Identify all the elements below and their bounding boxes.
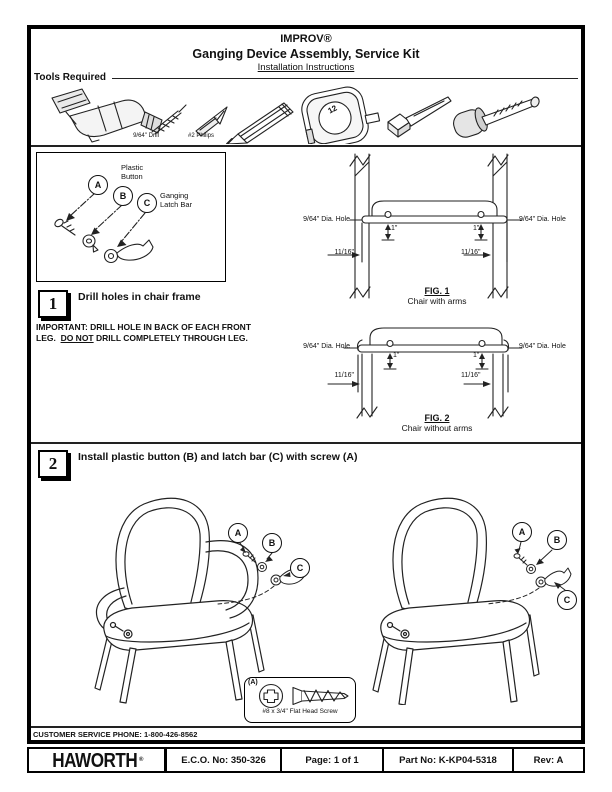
tape-measure-icon: [301, 86, 381, 144]
customer-service-phone: CUSTOMER SERVICE PHONE: 1-800-426-8562: [33, 730, 198, 739]
mallet-icon: [453, 96, 540, 138]
drill-bit-label: 9/64" Drill: [133, 133, 159, 139]
brand-title: IMPROV®: [280, 33, 332, 45]
ganging-latch-bar-label: Ganging Latch Bar: [160, 191, 193, 209]
parts-box: [36, 152, 226, 282]
haworth-logo: HAWORTH ®: [29, 748, 167, 771]
page-number: Page: 1 of 1: [282, 749, 384, 771]
tools-required-label: Tools Required: [34, 72, 107, 83]
parts-callout-a: A: [88, 175, 108, 195]
leader-lines: [69, 192, 146, 243]
fig1-hole-label-right: 9/64" Dia. Hole: [519, 216, 566, 223]
fig2-hole-label-left: 9/64" Dia. Hole: [303, 343, 350, 350]
step2-title: Install plastic button (B) and latch bar…: [78, 451, 358, 463]
philips-bit-label: #2 Philips: [187, 133, 214, 139]
title-block: HAWORTH ® E.C.O. No: 350-326 Page: 1 of …: [27, 747, 585, 773]
fig1-name: FIG. 1: [424, 286, 450, 296]
section-divider-top: [31, 145, 581, 147]
screw-detail-drawing: [258, 683, 349, 709]
fig1-drawing: [327, 153, 523, 299]
step1-important-note: IMPORTANT: DRILL HOLE IN BACK OF EACH FR…: [36, 322, 252, 343]
philips-bit-icon: [195, 106, 228, 137]
drill-bit-icon: [151, 104, 187, 135]
part-number: Part No: K-KP04-5318: [384, 749, 514, 771]
parts-callout-c: C: [137, 193, 157, 213]
fig2-hole-label-right: 9/64" Dia. Hole: [519, 343, 566, 350]
fig2-offset-left: 11/16": [334, 372, 354, 379]
fig2-name: FIG. 2: [424, 413, 450, 423]
fig1-caption: Chair with arms: [407, 296, 467, 306]
fig1-hole-label-left: 9/64" Dia. Hole: [303, 216, 350, 223]
tools-rule: [112, 78, 578, 79]
screw-detail-box: [244, 677, 356, 723]
power-drill-icon: [51, 88, 163, 143]
step1-number: 1: [38, 290, 68, 318]
section-divider-mid: [31, 442, 581, 444]
chair-with-arms-drawing: [94, 497, 307, 704]
screw-box-tag: (A): [248, 679, 258, 686]
screw-part: [54, 218, 76, 236]
footer-divider: [31, 726, 581, 728]
page-title: Ganging Device Assembly, Service Kit: [192, 47, 420, 61]
ganging-latch-bar-part: [103, 239, 154, 264]
chair2-callout-a: A: [512, 522, 532, 542]
fig2-offset-right: 11/16": [461, 372, 481, 379]
fig2-caption: Chair without arms: [401, 423, 473, 433]
parts-callout-b: B: [113, 186, 133, 206]
step1-title: Drill holes in chair frame: [78, 291, 201, 303]
screw-box-label: #8 x 3/4" Flat Head Screw: [262, 708, 338, 715]
chair1-callout-a: A: [228, 523, 248, 543]
pencil-icon: [226, 102, 294, 144]
fig1-one-inch-right: 1": [473, 225, 480, 232]
page-subtitle: Installation Instructions: [257, 62, 355, 73]
chair1-callout-b: B: [262, 533, 282, 553]
eco-number: E.C.O. No: 350-326: [167, 749, 282, 771]
chair-without-arms-drawing: [372, 497, 572, 705]
plastic-button-part: [82, 234, 99, 253]
fig1-offset-left: 11/16": [334, 249, 354, 256]
chair2-callout-c: C: [557, 590, 577, 610]
center-punch-icon: [387, 96, 452, 138]
chair2-callout-b: B: [547, 530, 567, 550]
fig1-offset-right: 11/16": [461, 249, 481, 256]
fig1-one-inch-left: 1": [391, 225, 398, 232]
plastic-button-label: Plastic Button: [121, 163, 144, 181]
fig2-one-inch-left: 1": [393, 352, 400, 359]
parts-exploded-view: [54, 192, 154, 264]
page-border: [27, 25, 585, 744]
fig2-drawing: [327, 327, 523, 419]
revision: Rev: A: [533, 754, 564, 766]
fig2-one-inch-right: 1": [473, 352, 480, 359]
step2-number: 2: [38, 450, 68, 478]
tools-illustration: [51, 86, 540, 144]
chair1-callout-c: C: [290, 558, 310, 578]
